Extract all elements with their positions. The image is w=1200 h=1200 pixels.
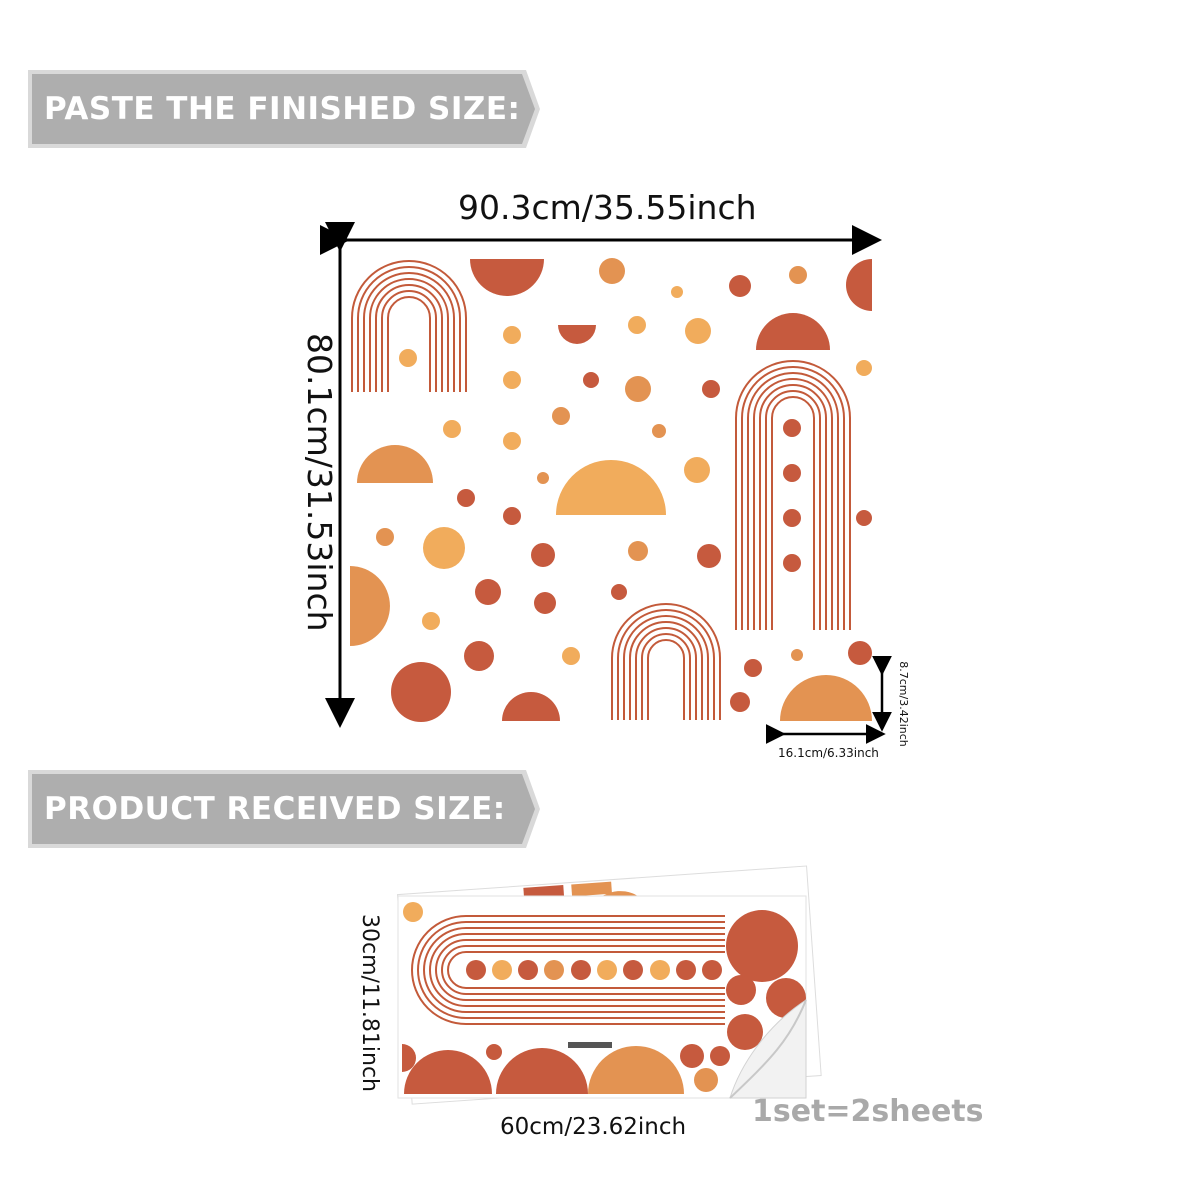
sheet-large-circle bbox=[726, 910, 798, 982]
finished-width-label: 90.3cm/35.55inch bbox=[458, 188, 757, 227]
half-circle-edge-right bbox=[846, 259, 872, 311]
piece-width-label: 16.1cm/6.33inch bbox=[778, 746, 879, 760]
set-count-label: 1set=2sheets bbox=[752, 1094, 984, 1129]
half-circle-bottom bbox=[502, 692, 560, 721]
sheet-dot bbox=[727, 1014, 763, 1050]
sheet-half-circle bbox=[588, 1046, 684, 1094]
half-circle-small bbox=[558, 325, 596, 344]
sheet-dot bbox=[726, 975, 756, 1005]
finished-size-banner: PASTE THE FINISHED SIZE: bbox=[26, 68, 542, 150]
half-circle-center bbox=[556, 460, 666, 515]
half-circle-left bbox=[357, 445, 433, 483]
sheet-dot bbox=[680, 1044, 704, 1068]
finished-pattern bbox=[350, 258, 872, 722]
sheet-product-code bbox=[568, 1042, 612, 1048]
received-size-banner: PRODUCT RECEIVED SIZE: bbox=[26, 768, 542, 850]
sheet-rainbow bbox=[411, 915, 725, 1025]
banner-arrow-shape bbox=[28, 770, 540, 848]
received-size-title: PRODUCT RECEIVED SIZE: bbox=[44, 791, 506, 827]
sheet-dot bbox=[486, 1044, 502, 1060]
half-circle-edge-left bbox=[350, 566, 390, 646]
sheet-dot bbox=[694, 1068, 718, 1092]
peel-curl bbox=[729, 999, 807, 1099]
dots bbox=[376, 258, 872, 722]
sheet-dot-row bbox=[466, 960, 722, 980]
arch-top-left bbox=[351, 260, 467, 392]
half-circle-top bbox=[470, 259, 544, 296]
sheet-dot bbox=[710, 1046, 730, 1066]
sheet-half-circle bbox=[404, 1050, 492, 1094]
finished-size-title: PASTE THE FINISHED SIZE: bbox=[44, 91, 521, 127]
sheet-dot bbox=[403, 902, 423, 922]
received-sheets bbox=[396, 865, 822, 1105]
arch-right-tall bbox=[735, 360, 851, 630]
arch-bottom-middle bbox=[611, 603, 721, 720]
half-circle-measured bbox=[780, 675, 872, 721]
sheet-half-circle bbox=[496, 1048, 588, 1094]
received-width-label: 60cm/23.62inch bbox=[500, 1114, 687, 1140]
half-circle-right bbox=[756, 313, 830, 350]
banner-arrow-shape bbox=[28, 70, 540, 148]
sheet-half-circle-edge bbox=[402, 1044, 416, 1072]
